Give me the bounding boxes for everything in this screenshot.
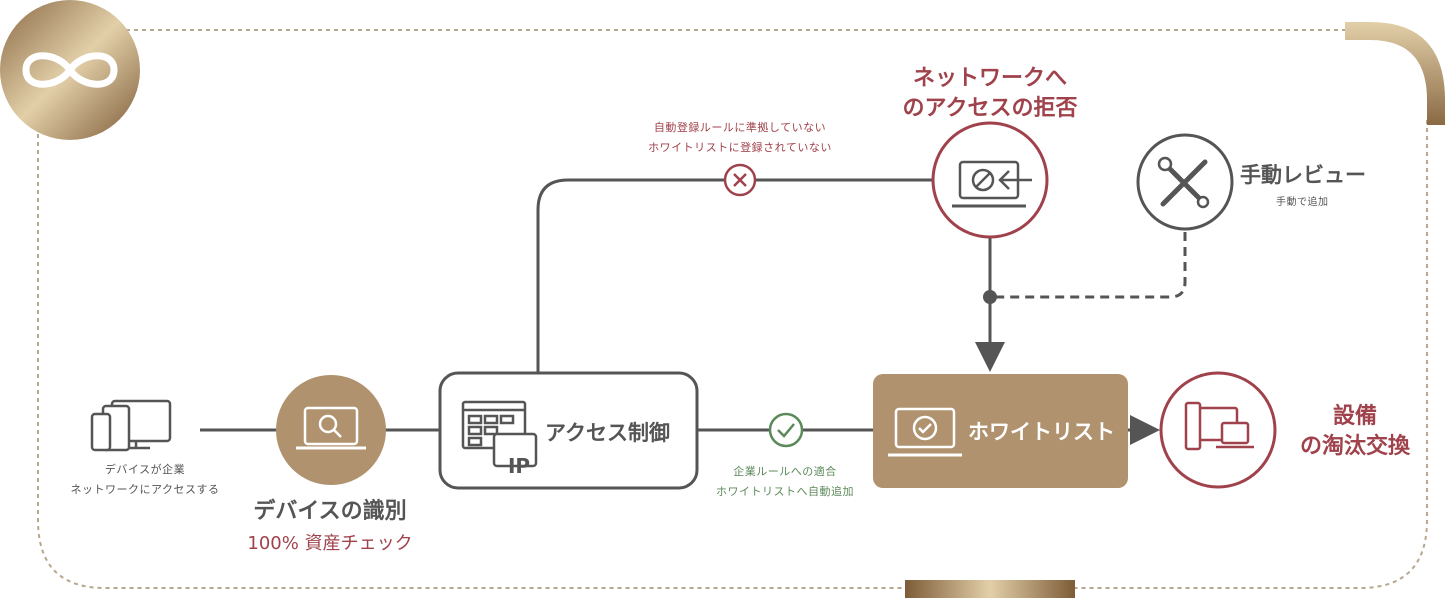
manual-review-title: 手動レビュー	[1240, 163, 1366, 187]
infinity-icon	[0, 0, 140, 140]
identify-title: デバイスの識別	[253, 499, 407, 524]
reject-caption-line1: 自動登録ルールに準拠していない	[653, 121, 827, 134]
gold-corner-accent	[1345, 22, 1445, 125]
accept-caption-line2: ホワイトリストへ自動追加	[716, 485, 854, 498]
devices-icon	[90, 399, 172, 452]
deny-title-line2: のアクセスの拒否	[902, 96, 1078, 121]
dashed-frame	[37, 29, 1428, 589]
reject-x-icon	[723, 163, 757, 197]
retire-title-line1: 設備	[1332, 404, 1377, 429]
reject-caption-line2: ホワイトリストに登録されていない	[648, 141, 832, 154]
manual-review-subtitle: 手動で追加	[1276, 197, 1329, 208]
search-laptop-icon	[276, 375, 386, 485]
access-control-label: アクセス制御	[545, 421, 670, 445]
accept-check-icon	[768, 412, 804, 448]
devices-retire-icon	[1159, 371, 1277, 489]
ip-table-icon	[461, 400, 538, 468]
line-access-deny	[536, 178, 932, 373]
ip-tag: IP	[507, 454, 531, 478]
deny-title-line1: ネットワークへ	[912, 66, 1067, 91]
deny-laptop-icon	[931, 121, 1049, 239]
whitelist-label: ホワイトリスト	[968, 420, 1115, 444]
device-caption-line1: デバイスが企業	[104, 463, 186, 476]
reject-caption: 自動登録ルールに準拠していない ホワイトリストに登録されていない	[600, 118, 880, 158]
whitelist-box	[873, 374, 1128, 488]
accept-caption-line1: 企業ルールへの適合	[733, 465, 837, 478]
device-caption: デバイスが企業 ネットワークにアクセスする	[40, 460, 250, 500]
retire-title-line2: の淘汰交換	[1299, 434, 1410, 459]
device-caption-line2: ネットワークにアクセスする	[70, 483, 220, 496]
line-review-dashed	[996, 232, 1187, 299]
tools-icon	[1136, 133, 1234, 231]
gold-bottom-accent	[905, 580, 1075, 598]
junction-dot	[983, 290, 997, 304]
check-laptop-icon	[888, 407, 962, 457]
identify-subtitle: 100% 資産チェック	[247, 533, 413, 554]
accept-caption: 企業ルールへの適合 ホワイトリストへ自動追加	[680, 462, 890, 502]
retire-title: 設備 の淘汰交換	[1280, 402, 1430, 462]
deny-title: ネットワークへ のアクセスの拒否	[870, 64, 1110, 124]
